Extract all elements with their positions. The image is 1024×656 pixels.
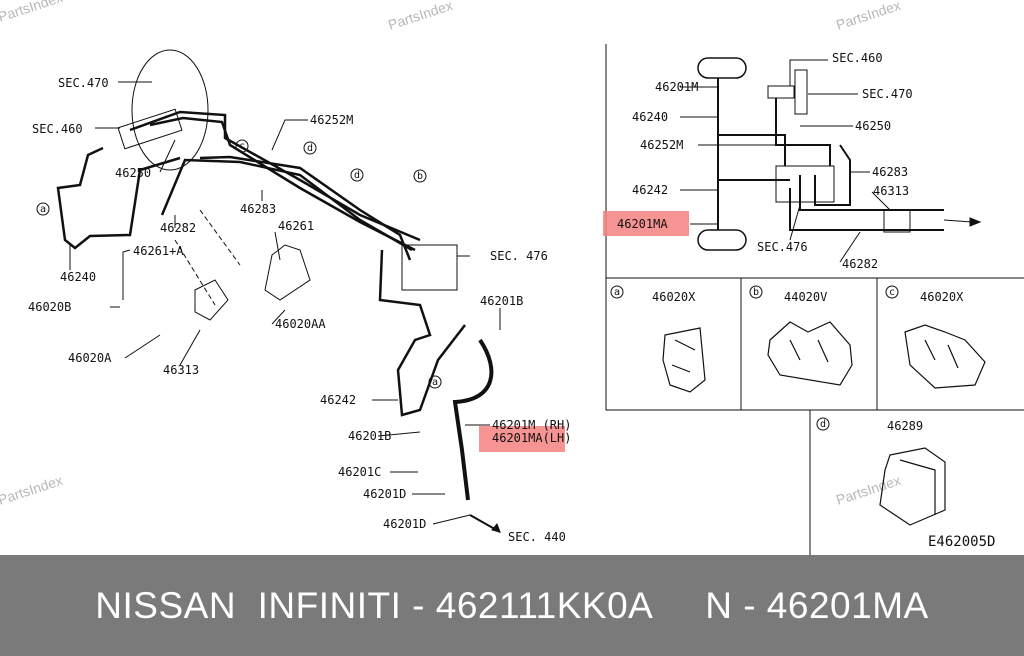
label-46020b: 46020B [28, 300, 71, 314]
callout-d: d [354, 170, 360, 181]
rear-wheel [697, 229, 747, 251]
label-46201m-rh: 46201M (RH) [492, 418, 571, 432]
label-46250: 46250 [855, 119, 891, 133]
label-46261a: 46261+A [133, 244, 184, 258]
label-sec476: SEC. 476 [490, 249, 548, 263]
label-46282: 46282 [842, 257, 878, 271]
label-46313: 46313 [163, 363, 199, 377]
watermark: PartsIndex [834, 472, 903, 508]
clip-46020x-drawing [662, 327, 706, 393]
label-46250: 46250 [115, 166, 151, 180]
label-46261: 46261 [278, 219, 314, 233]
label-46201m: 46201M [655, 80, 698, 94]
label-sec460: SEC.460 [832, 51, 883, 65]
watermark: PartsIndex [0, 0, 65, 25]
abs-actuator [401, 244, 458, 291]
highlight-box [479, 426, 565, 452]
callout-b: b [417, 171, 423, 182]
callout-a: a [432, 377, 438, 388]
highlight-box [603, 211, 689, 236]
clip-46020x-drawing [904, 324, 986, 389]
brake-piping-diagram: PartsIndex PartsIndex PartsIndex PartsIn… [0, 0, 1024, 555]
label-sec476: SEC.476 [757, 240, 808, 254]
label-46201d: 46201D [363, 487, 406, 501]
detail-letter: d [820, 419, 826, 430]
detail-letter: a [614, 287, 620, 298]
front-wheel [697, 57, 747, 79]
callout-d: d [307, 143, 313, 154]
callout-a: a [40, 204, 46, 215]
watermark: PartsIndex [834, 0, 903, 33]
detail-letter: b [753, 287, 759, 298]
label-46240: 46240 [632, 110, 668, 124]
clip-44020v-drawing [767, 321, 853, 386]
label-46283: 46283 [240, 202, 276, 216]
label-46252m: 46252M [640, 138, 683, 152]
label-46201b: 46201B [348, 429, 391, 443]
label-46201b-top: 46201B [480, 294, 523, 308]
main-assembly-drawing [36, 49, 501, 533]
label-46201ma: 46201MA [617, 217, 668, 231]
label-46242: 46242 [632, 183, 668, 197]
piping-schematic [605, 44, 1024, 555]
label-46283: 46283 [872, 165, 908, 179]
label-sec470: SEC.470 [58, 76, 109, 90]
detail-letter: c [889, 287, 895, 298]
label-46020aa: 46020AA [275, 317, 326, 331]
label-46313: 46313 [873, 184, 909, 198]
label-sec440: SEC. 440 [508, 530, 566, 544]
detail-part-number: 44020V [784, 290, 827, 304]
callout-c: c [239, 141, 245, 152]
label-46242: 46242 [320, 393, 356, 407]
clip-46289-drawing [879, 447, 946, 526]
watermark: PartsIndex [386, 0, 455, 33]
label-46201ma-lh: 46201MA(LH) [492, 431, 571, 445]
watermark: PartsIndex [0, 472, 65, 508]
detail-part-number: 46020X [920, 290, 964, 304]
brake-booster [131, 49, 209, 171]
footer-text: NISSAN INFINITI - 462111KK0A N - 46201MA [95, 584, 929, 626]
label-46252m: 46252M [310, 113, 353, 127]
detail-part-number: 46020X [652, 290, 696, 304]
detail-part-number: 46289 [887, 419, 923, 433]
label-46020a: 46020A [68, 351, 112, 365]
diagram-code: E462005D [928, 534, 995, 550]
label-46240: 46240 [60, 270, 96, 284]
label-sec470: SEC.470 [862, 87, 913, 101]
label-sec460: SEC.460 [32, 122, 83, 136]
label-46201c: 46201C [338, 465, 381, 479]
label-46282: 46282 [160, 221, 196, 235]
part-number-footer: NISSAN INFINITI - 462111KK0A N - 46201MA [0, 555, 1024, 656]
label-46201d: 46201D [383, 517, 426, 531]
